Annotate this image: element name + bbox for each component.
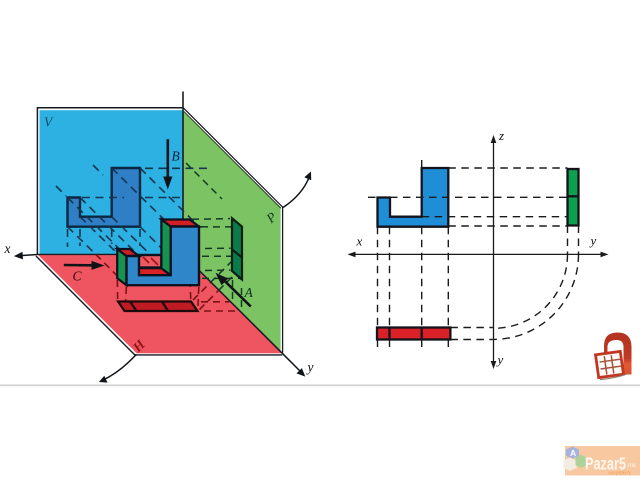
svg-text:A: A bbox=[244, 285, 254, 300]
svg-text:C: C bbox=[73, 269, 83, 284]
svg-text:B: B bbox=[172, 149, 180, 164]
svg-text:x: x bbox=[4, 241, 11, 256]
svg-text:Pazar5: Pazar5 bbox=[585, 454, 626, 474]
svg-text:y: y bbox=[496, 352, 504, 367]
svg-text:y: y bbox=[589, 233, 597, 248]
svg-text:z: z bbox=[498, 128, 504, 143]
svg-text:x: x bbox=[356, 234, 363, 249]
svg-text:y: y bbox=[306, 360, 314, 375]
svg-text:.mk: .mk bbox=[627, 463, 638, 469]
svg-text:www.pazar5.mk: www.pazar5.mk bbox=[608, 471, 632, 477]
svg-text:V: V bbox=[44, 115, 54, 130]
svg-text:A: A bbox=[570, 448, 576, 458]
